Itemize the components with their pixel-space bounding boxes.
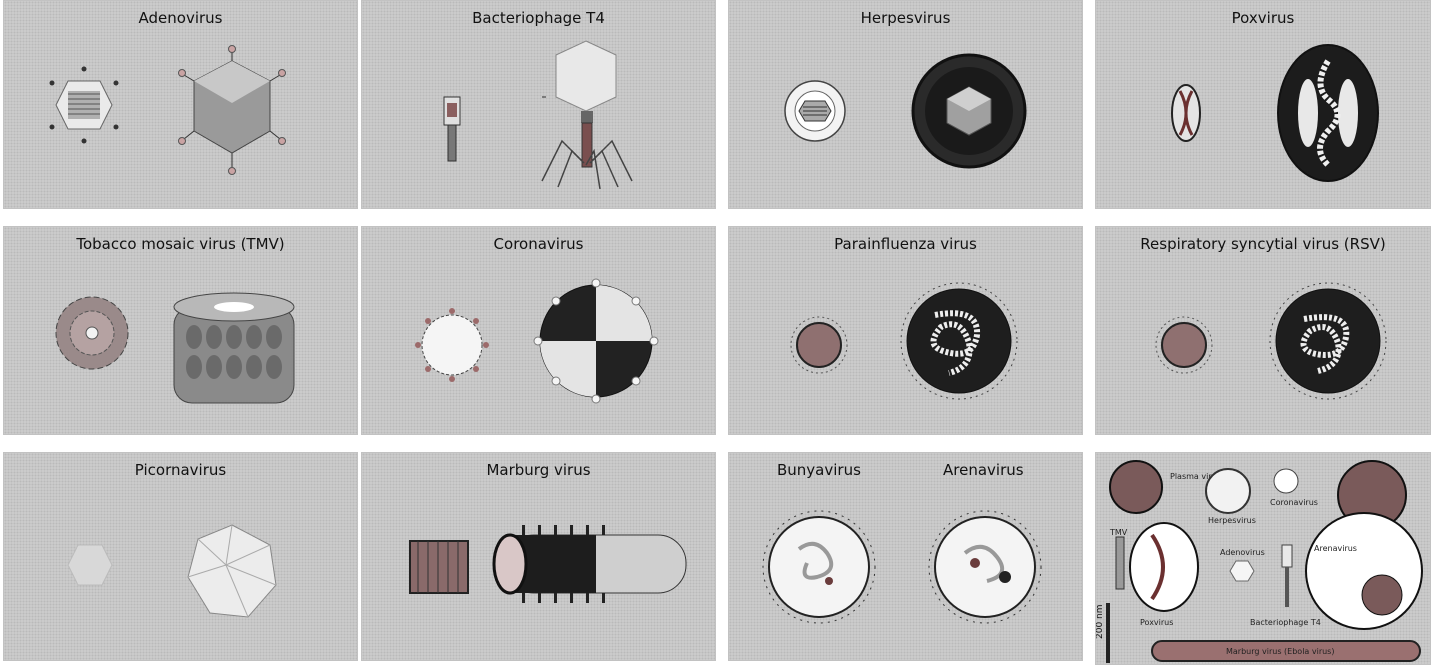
marburg-illustration — [362, 453, 717, 662]
rsv-3d — [1270, 283, 1386, 399]
label-marburg: Marburg virus (Ebola virus) — [1226, 647, 1334, 656]
marburg-cross-section — [410, 541, 468, 593]
arenavirus-shape — [1306, 513, 1422, 629]
arenavirus-cross-section — [929, 511, 1041, 623]
panel-size-comparison: Plasma virus Herpesvirus Coronavirus TMV… — [1095, 452, 1431, 665]
size-comparison-illustration: Plasma virus Herpesvirus Coronavirus TMV… — [1096, 453, 1432, 666]
panel-marburg: Marburg virus — [361, 452, 716, 661]
bacteriophage-illustration — [362, 1, 717, 210]
rsv-illustration — [1096, 227, 1432, 436]
label-bacteriophage: Bacteriophage T4 — [1250, 618, 1321, 627]
panel-tmv: Tobacco mosaic virus (TMV) — [3, 226, 358, 435]
label-herpesvirus: Herpesvirus — [1208, 516, 1256, 525]
parainfluenza-cross-section — [791, 317, 847, 373]
scale-bar-label: 200 nm — [1096, 604, 1105, 639]
label-poxvirus: Poxvirus — [1140, 618, 1173, 627]
parainfluenza-3d — [901, 283, 1017, 399]
panel-picornavirus: Picornavirus — [3, 452, 358, 661]
poxvirus-illustration — [1096, 1, 1432, 210]
plasma-virus-shape — [1110, 461, 1162, 513]
tmv-illustration — [4, 227, 359, 436]
panel-poxvirus: Poxvirus — [1095, 0, 1431, 209]
coronavirus-shape — [1274, 469, 1298, 493]
picornavirus-illustration — [4, 453, 359, 662]
tmv-shape — [1116, 537, 1124, 589]
coronavirus-3d — [534, 279, 658, 403]
scale-bar — [1106, 603, 1110, 663]
herpes-3d — [913, 55, 1025, 167]
bunya-arena-illustration — [729, 453, 1084, 662]
label-adenovirus: Adenovirus — [1220, 548, 1265, 557]
panel-coronavirus: Coronavirus — [361, 226, 716, 435]
poxvirus-cross-section — [1172, 85, 1200, 141]
tmv-cross-section — [56, 297, 128, 369]
adenovirus-3d — [179, 46, 286, 175]
adenovirus-cross-section — [50, 67, 119, 144]
bunyavirus-cross-section — [763, 511, 875, 623]
coronavirus-illustration — [362, 227, 717, 436]
phage-cross-section — [444, 97, 546, 161]
label-arenavirus: Arenavirus — [1314, 544, 1357, 553]
parainfluenza-illustration — [729, 227, 1084, 436]
marburg-3d — [494, 525, 686, 603]
herpesvirus-shape — [1206, 469, 1250, 513]
poxvirus-3d — [1278, 45, 1378, 181]
panel-adenovirus: Adenovirus — [3, 0, 358, 209]
panel-parainfluenza: Parainfluenza virus — [728, 226, 1083, 435]
herpes-cross-section — [785, 81, 845, 141]
coronavirus-cross-section — [415, 308, 489, 382]
adenovirus-illustration — [4, 1, 359, 210]
panel-herpesvirus: Herpesvirus — [728, 0, 1083, 209]
phage-shape — [1282, 545, 1292, 567]
panel-bunya-arena: Bunyavirus Arenavirus — [728, 452, 1083, 661]
picornavirus-cross-section — [68, 545, 112, 585]
phage-3d — [542, 41, 632, 189]
herpesvirus-illustration — [729, 1, 1084, 210]
picornavirus-3d — [188, 525, 276, 617]
panel-rsv: Respiratory syncytial virus (RSV) — [1095, 226, 1431, 435]
adenovirus-shape — [1230, 561, 1254, 581]
tmv-3d — [174, 293, 294, 403]
label-tmv: TMV — [1109, 528, 1128, 537]
panel-bacteriophage: Bacteriophage T4 — [361, 0, 716, 209]
label-coronavirus: Coronavirus — [1270, 498, 1318, 507]
rsv-cross-section — [1156, 317, 1212, 373]
